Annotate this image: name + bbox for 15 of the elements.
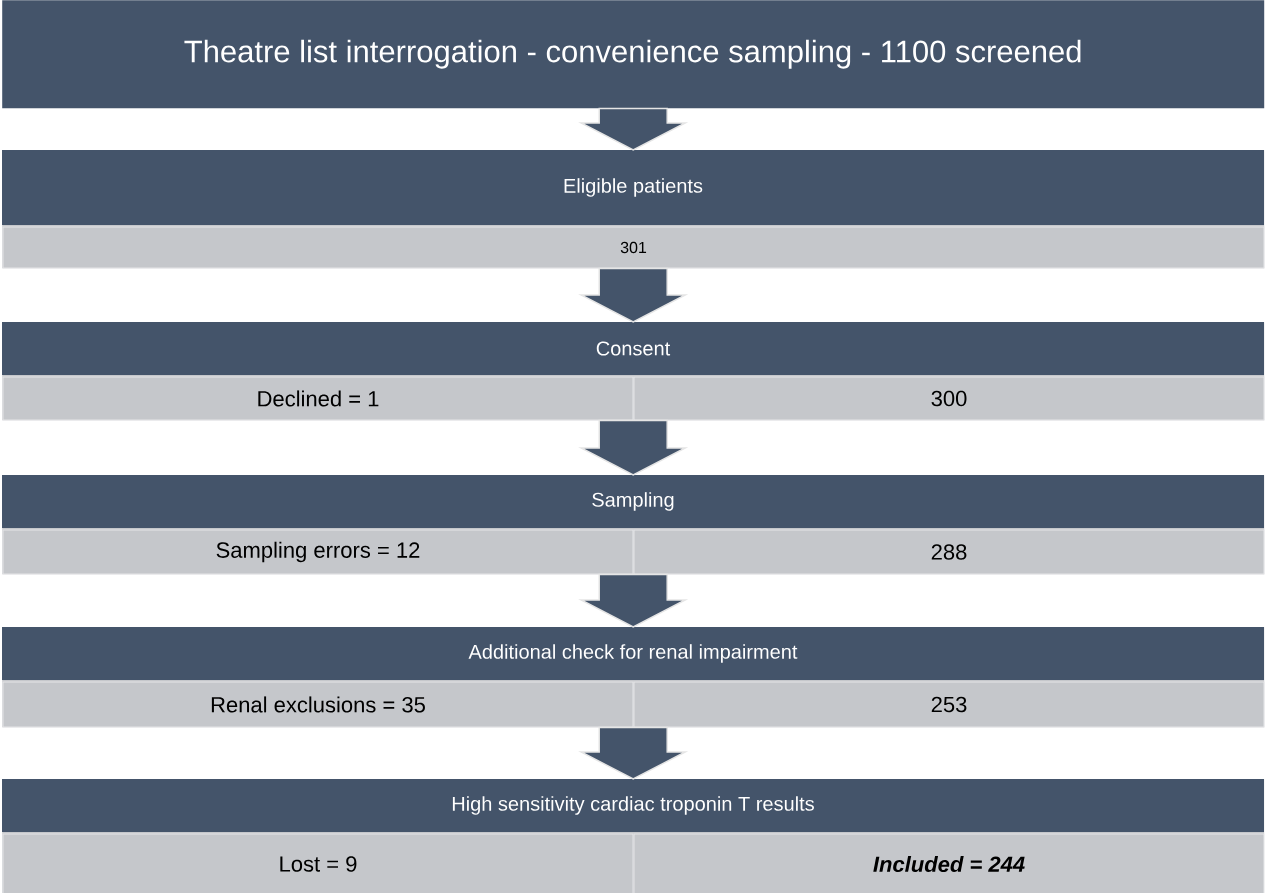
table-cell: 301 [2, 226, 1265, 269]
block-arrow [578, 573, 689, 628]
block-arrow [578, 107, 689, 151]
table-cell: Included = 244 [633, 833, 1265, 893]
block-arrow [578, 419, 689, 476]
table-cell: 288 [633, 529, 1265, 575]
table-cell: 300 [633, 376, 1265, 421]
table-cell: 253 [633, 681, 1265, 728]
table-cell: Sampling errors = 12 [2, 529, 634, 575]
block-arrow [578, 267, 689, 323]
table-cell: Renal exclusions = 35 [2, 681, 634, 728]
table-cell: Lost = 9 [2, 833, 634, 893]
block-arrow [578, 726, 689, 780]
title-box: Theatre list interrogation - convenience sampling - 1100 screened [2, 0, 1265, 109]
table-cell: Declined = 1 [2, 376, 634, 421]
